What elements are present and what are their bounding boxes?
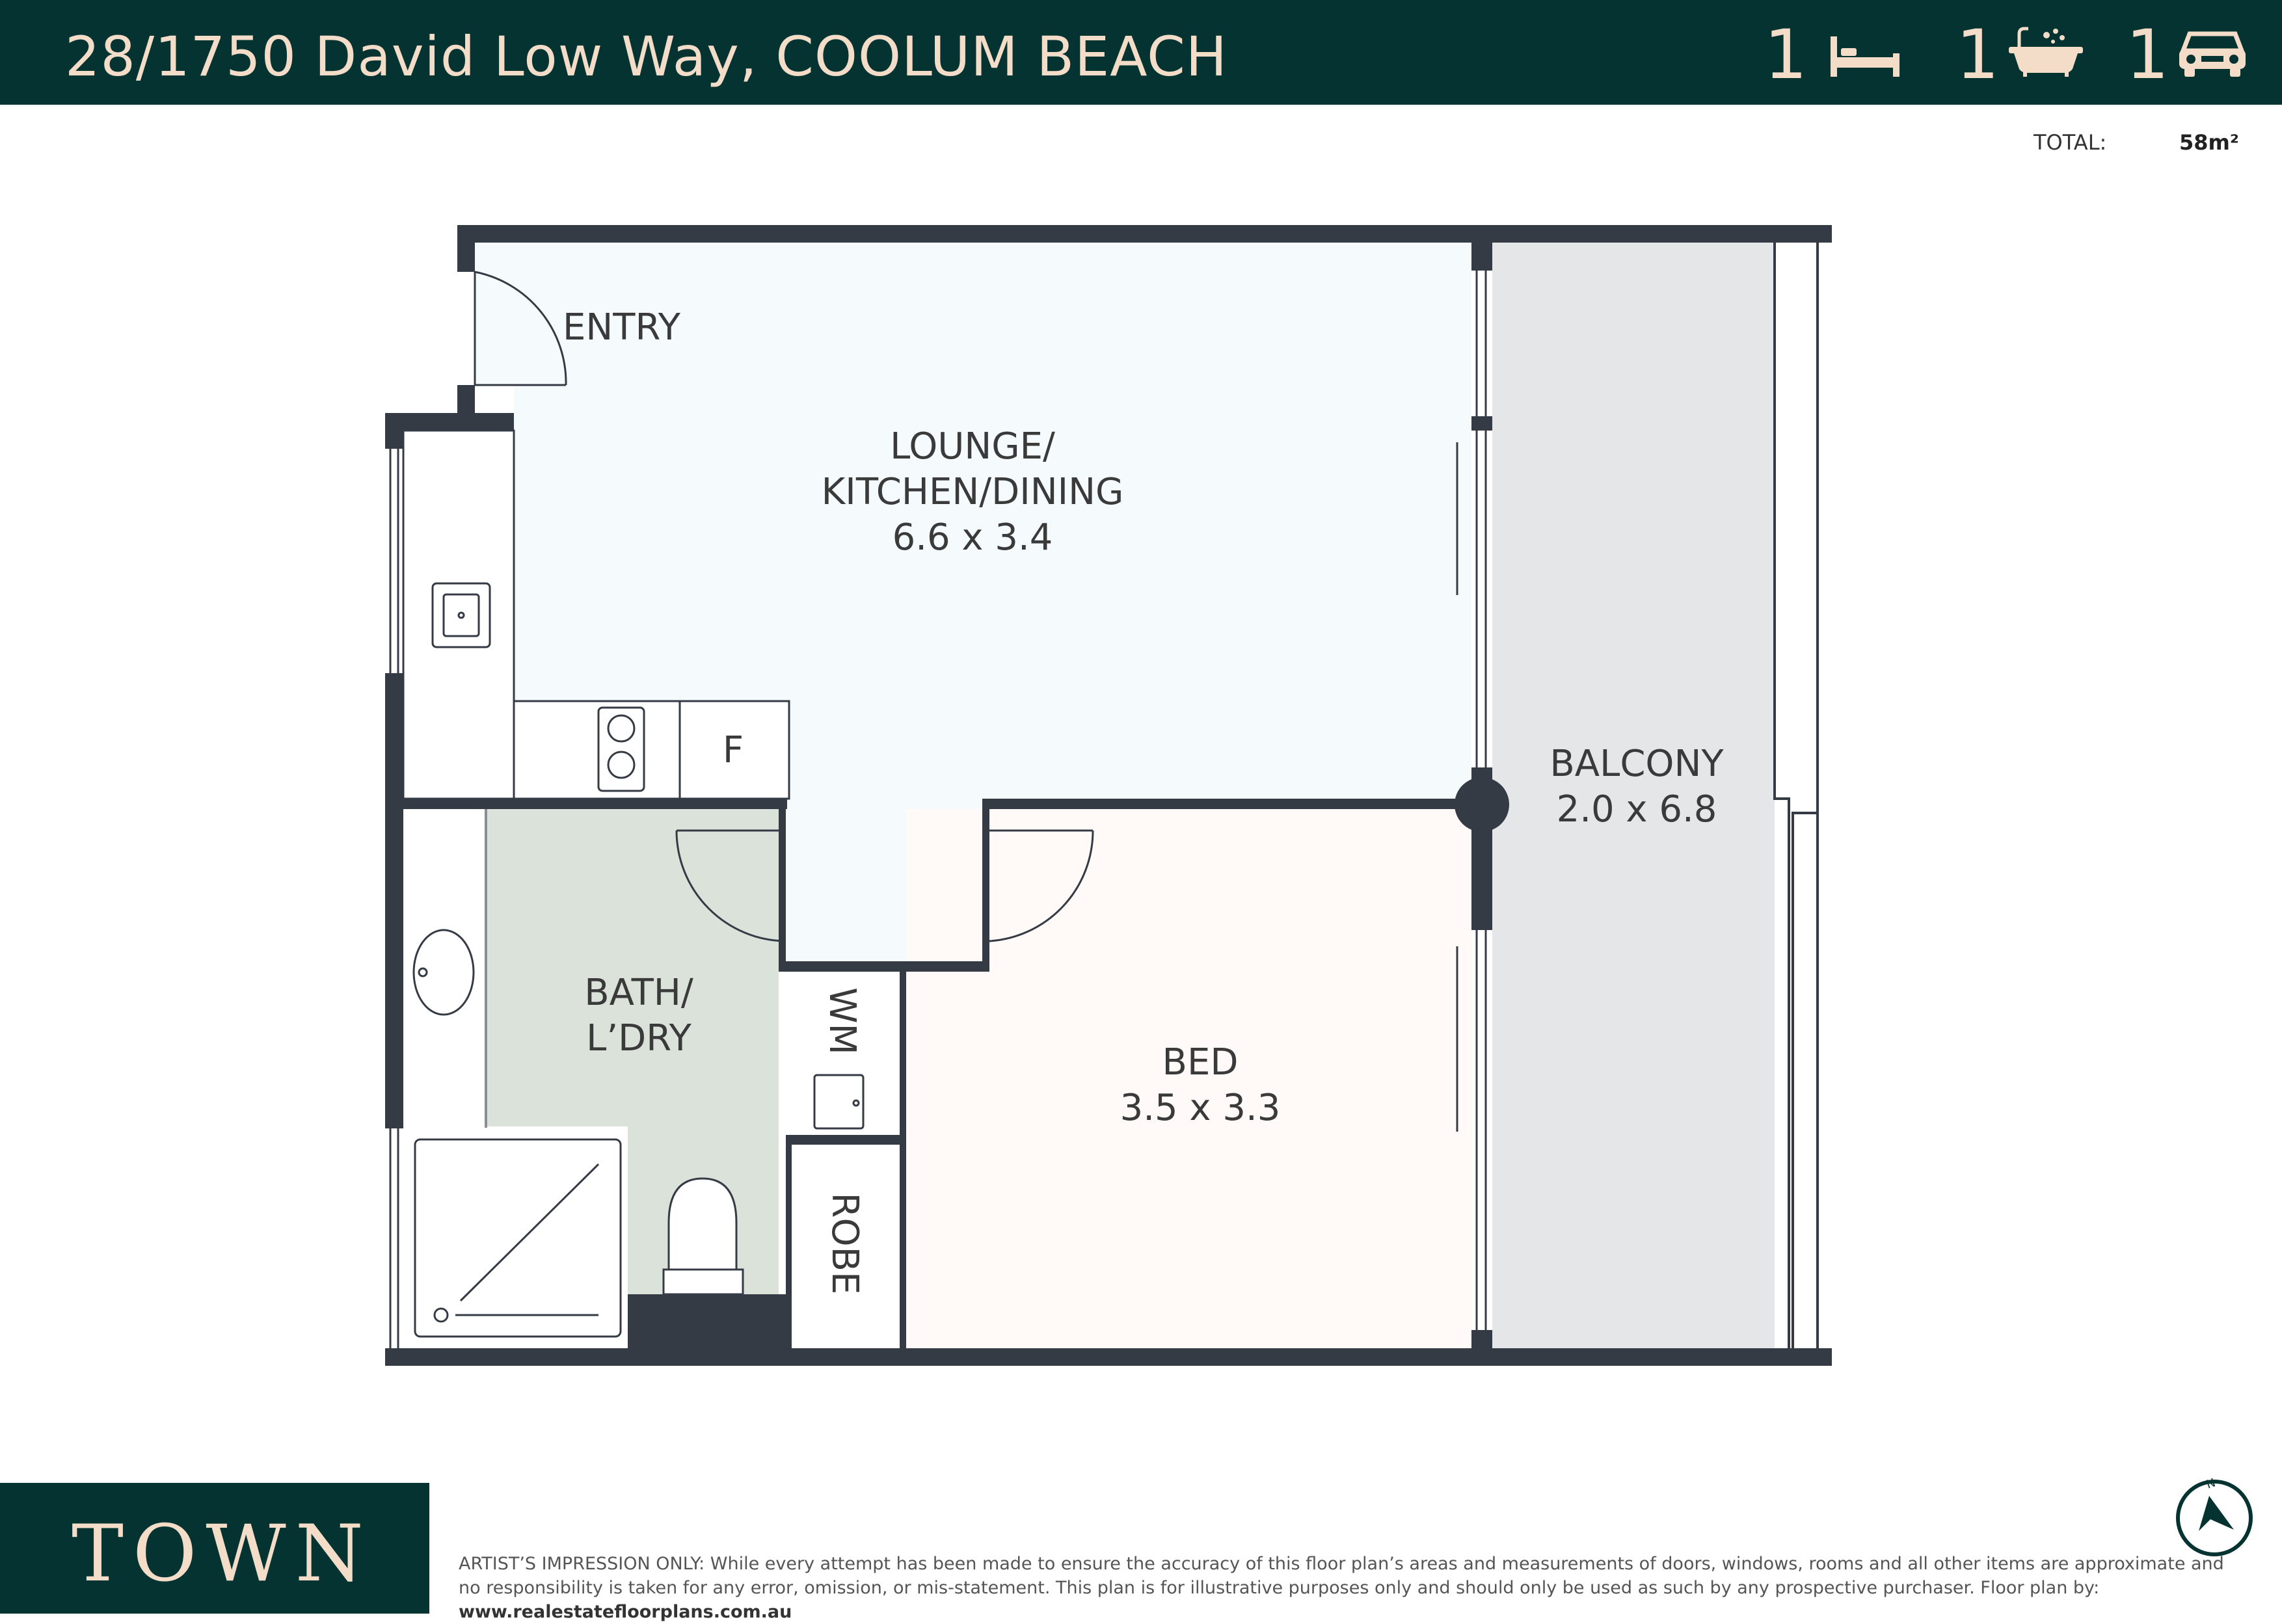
bedroom-count: 1 <box>1764 15 1808 94</box>
bath-label-line2: L’DRY <box>586 1017 691 1059</box>
total-area-value: 58m² <box>2179 130 2239 155</box>
brand-logo: TOWN <box>72 1509 373 1599</box>
structural-column <box>1455 777 1509 832</box>
bath-label-line1: BATH/ <box>584 972 693 1014</box>
wm-label: WM <box>821 987 863 1055</box>
kitchen-bench <box>402 429 790 800</box>
floorplan-credit-link[interactable]: www.realestatefloorplans.com.au <box>459 1602 792 1622</box>
car-icon <box>2179 31 2246 77</box>
footer-brand-panel <box>0 1483 429 1614</box>
disclaimer-body: ARTIST’S IMPRESSION ONLY: While every at… <box>459 1554 2224 1598</box>
lounge-label-line2: KITCHEN/DINING <box>822 471 1124 513</box>
bed-icon <box>1831 36 1899 77</box>
robe-label: ROBE <box>824 1193 866 1295</box>
north-arrow-icon: N <box>2176 1476 2253 1556</box>
property-address: 28/1750 David Low Way, COOLUM BEACH <box>65 25 1228 88</box>
windows <box>389 271 1487 1348</box>
carspace-count: 1 <box>2126 15 2169 94</box>
balcony-dimensions: 2.0 x 6.8 <box>1557 788 1717 831</box>
bed-label: BED <box>1162 1041 1239 1084</box>
disclaimer-text: ARTIST’S IMPRESSION ONLY: While every at… <box>459 1552 2228 1624</box>
bathroom-fixtures <box>412 929 865 1338</box>
doors <box>474 271 1094 942</box>
total-area-label: TOTAL: <box>2034 130 2107 155</box>
header-bar: 28/1750 David Low Way, COOLUM BEACH 1 1 … <box>0 0 2282 105</box>
bath-icon <box>2009 27 2083 77</box>
bed-dimensions: 3.5 x 3.3 <box>1120 1087 1281 1129</box>
balcony-label: BALCONY <box>1550 743 1724 785</box>
lounge-dimensions: 6.6 x 3.4 <box>893 516 1053 559</box>
entry-label: ENTRY <box>563 306 681 349</box>
balcony-balustrade <box>1773 243 1819 1348</box>
compass-north-label: N <box>2205 1476 2218 1491</box>
lounge-label-line1: LOUNGE/ <box>890 425 1055 468</box>
bathroom-count: 1 <box>1956 15 2000 94</box>
bed-area <box>906 809 1472 1348</box>
fridge-label: F <box>723 729 744 771</box>
exterior-walls <box>385 225 1832 1366</box>
robe-area <box>792 1145 900 1348</box>
balcony-area <box>1492 243 1775 1348</box>
interior-walls <box>403 799 1471 1348</box>
